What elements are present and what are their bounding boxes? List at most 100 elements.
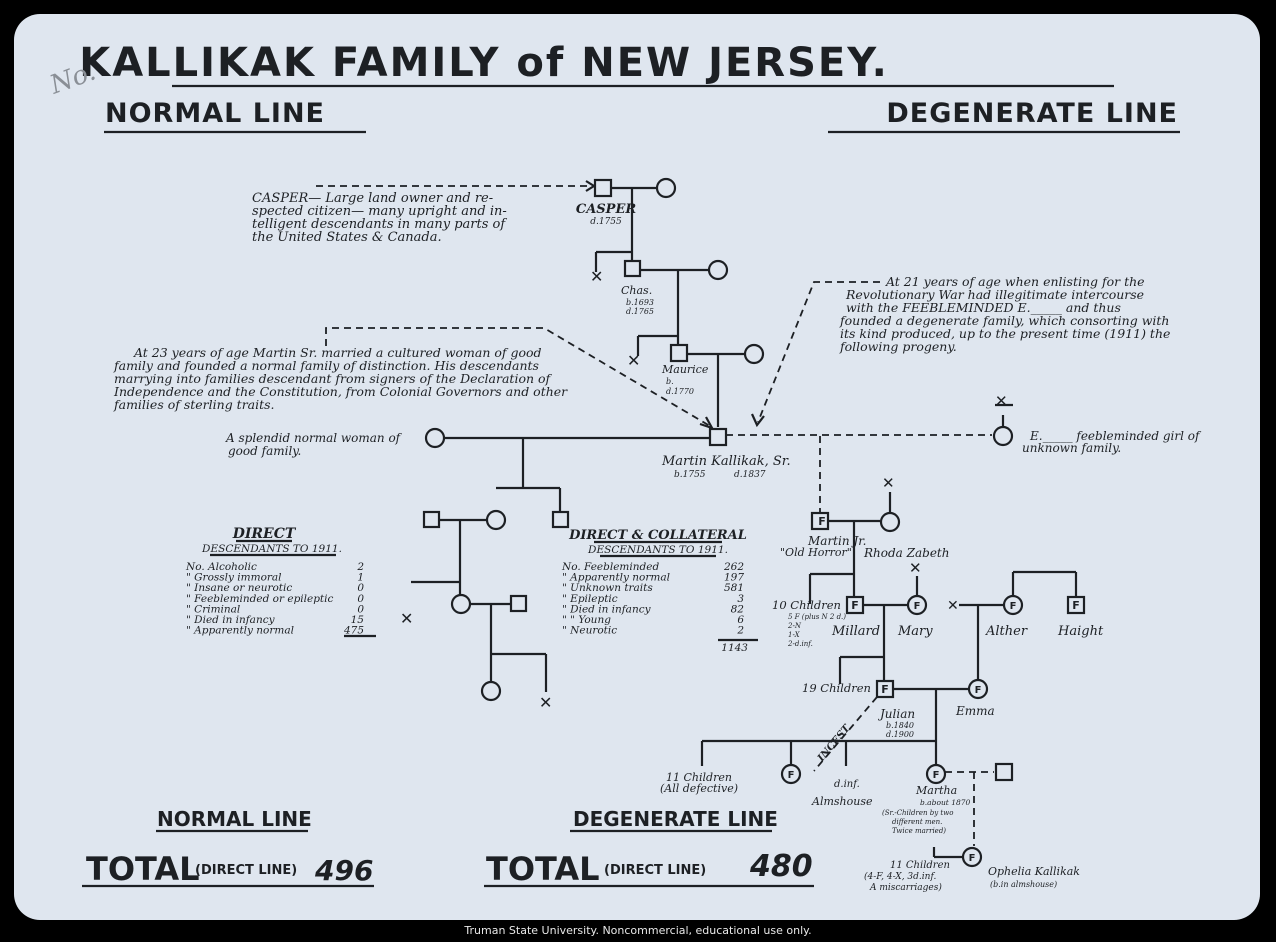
maurice-death: d.1770 xyxy=(666,387,694,396)
normal-note-line: family and founded a normal family of di… xyxy=(113,358,539,373)
normal-total-word: TOTAL xyxy=(86,850,200,888)
martin-sr-birth: b.1755 xyxy=(674,470,706,480)
collateral-row-label: No. Feebleminded xyxy=(561,561,659,573)
x-mark: ✕ xyxy=(995,392,1008,410)
degenerate-direct-line-label: (DIRECT LINE) xyxy=(604,863,706,878)
martha-note-line: different men. xyxy=(892,818,942,826)
incest-label: INCEST xyxy=(815,722,853,765)
maurice-wife-symbol xyxy=(743,343,765,365)
chas-death: d.1765 xyxy=(626,307,654,316)
normal-female-symbol xyxy=(450,593,472,615)
ten-children-label: 10 Children xyxy=(772,598,841,612)
collateral-row-value: 197 xyxy=(724,572,744,584)
chas-wife-symbol xyxy=(707,259,729,281)
collateral-row-value: 581 xyxy=(724,582,744,594)
totals-normal-heading: NORMAL LINE xyxy=(157,807,312,831)
casper-dates: d.1755 xyxy=(590,217,622,227)
normal-line-note: At 23 years of age Martin Sr. married a … xyxy=(113,345,568,412)
credit-line: Truman State University. Noncommercial, … xyxy=(464,924,812,937)
degenerate-total-word: TOTAL xyxy=(486,850,600,888)
direct-table-subtitle: DESCENDANTS TO 1911. xyxy=(201,543,342,555)
e-woman-symbol xyxy=(992,425,1014,447)
direct-descendants-table: DIRECT DESCENDANTS TO 1911. No. Alcoholi… xyxy=(185,526,376,638)
normal-direct-line-label: (DIRECT LINE) xyxy=(195,863,297,878)
collateral-row-value: 82 xyxy=(731,603,745,615)
emma-symbol xyxy=(967,678,989,700)
degenerate-line-note: At 21 years of age when enlisting for th… xyxy=(839,274,1170,354)
heading-degenerate-line: DEGENERATE LINE xyxy=(886,98,1178,129)
direct-row-label: " Died in infancy xyxy=(186,614,276,626)
eleven-children-label: 11 Children xyxy=(666,771,732,784)
degenerate-note-line: Revolutionary War had illegitimate inter… xyxy=(845,287,1144,302)
direct-row-label: " Apparently normal xyxy=(186,625,294,637)
normal-male-symbol xyxy=(509,594,528,613)
feebleminded-letter: F xyxy=(969,853,976,864)
rhoda-label: Rhoda Zabeth xyxy=(863,546,949,560)
heading-normal-line: NORMAL LINE xyxy=(105,98,325,129)
casper-note: CASPER— Large land owner and re- spected… xyxy=(252,191,507,245)
collateral-row-label: " " Young xyxy=(562,614,611,626)
lantern-slide: KALLIKAK FAMILY of NEW JERSEY. No. NORMA… xyxy=(14,14,1260,920)
splendid-woman-label: A splendid normal woman of xyxy=(225,431,403,445)
x-mark: ✕ xyxy=(400,609,413,628)
rhoda-symbol xyxy=(879,511,901,533)
eleven-children-b-note: (4-F, 4-X, 3d.inf. xyxy=(864,871,936,882)
pedigree-chart: KALLIKAK FAMILY of NEW JERSEY. No. NORMA… xyxy=(45,40,1202,893)
nineteen-children-label: 19 Children xyxy=(802,681,871,695)
mary-label: Mary xyxy=(897,624,933,639)
martha-note-line: (Sr.-Children by two xyxy=(882,809,953,817)
martha-label: Martha xyxy=(915,784,957,797)
feebleminded-letter: F xyxy=(975,685,982,696)
feebleminded-letter: F xyxy=(788,770,795,781)
martha-note-line: Twice married) xyxy=(892,827,946,835)
degenerate-female-symbol xyxy=(780,763,802,785)
e-woman-label: unknown family. xyxy=(1022,441,1121,455)
direct-row-label: " Feebleminded or epileptic xyxy=(186,593,334,605)
feebleminded-letter: F xyxy=(1072,599,1080,612)
feebleminded-letter: F xyxy=(914,601,921,612)
normal-note-line: families of sterling traits. xyxy=(113,397,275,412)
degenerate-note-line: founded a degenerate family, which conso… xyxy=(839,313,1169,328)
direct-row-label: " Insane or neurotic xyxy=(186,582,292,594)
direct-row-value: 2 xyxy=(356,561,364,573)
casper-note-line: spected citizen— many upright and in- xyxy=(252,204,507,219)
direct-row-value: 15 xyxy=(351,614,365,626)
collateral-row-value: 3 xyxy=(737,593,744,605)
eleven-children-b-note: A miscarriages) xyxy=(869,882,942,893)
feebleminded-letter: F xyxy=(881,683,889,696)
ophelia-symbol xyxy=(961,846,983,868)
normal-female-symbol xyxy=(485,509,507,531)
ten-children-detail: 1-X xyxy=(788,631,801,639)
julian-death: d.1900 xyxy=(886,730,914,739)
chas-male-symbol xyxy=(623,259,642,278)
normal-note-line: At 23 years of age Martin Sr. married a … xyxy=(133,345,542,360)
eleven-children-b-label: 11 Children xyxy=(890,860,950,871)
splendid-woman-symbol xyxy=(424,427,446,449)
martin-jr-label: Martin Jr. xyxy=(807,534,866,548)
casper-wife-symbol xyxy=(655,177,677,199)
ophelia-note: (b.in almshouse) xyxy=(990,880,1057,889)
collateral-row-label: " Apparently normal xyxy=(562,572,670,584)
martin-jr-nickname: "Old Horror" xyxy=(780,546,852,559)
eleven-children-note: (All defective) xyxy=(660,782,738,795)
casper-note-line: the United States & Canada. xyxy=(252,230,442,245)
chart-title: KALLIKAK FAMILY of NEW JERSEY. xyxy=(79,40,889,86)
maurice-label: Maurice xyxy=(661,363,709,376)
julian-label: Julian xyxy=(877,707,915,721)
chas-label: Chas. xyxy=(621,284,652,297)
x-mark: ✕ xyxy=(909,559,922,577)
casper-male-symbol xyxy=(593,178,613,198)
feebleminded-letter: F xyxy=(1010,601,1017,612)
collateral-row-label: " Unknown traits xyxy=(562,582,653,594)
corner-mark: No. xyxy=(45,57,100,101)
degenerate-total-value: 480 xyxy=(749,849,813,884)
collateral-row-value: 262 xyxy=(723,561,744,573)
collateral-row-label: " Died in infancy xyxy=(562,603,652,615)
totals-degenerate-heading: DEGENERATE LINE xyxy=(573,807,778,831)
haight-symbol xyxy=(1066,595,1086,615)
direct-row-label: No. Alcoholic xyxy=(185,561,257,573)
ten-children-detail: 2-N xyxy=(787,622,802,630)
collateral-descendants-table: DIRECT & COLLATERAL DESCENDANTS TO 1911.… xyxy=(561,528,758,654)
chas-birth: b.1693 xyxy=(626,298,654,307)
collateral-row-label: " Epileptic xyxy=(562,593,618,605)
